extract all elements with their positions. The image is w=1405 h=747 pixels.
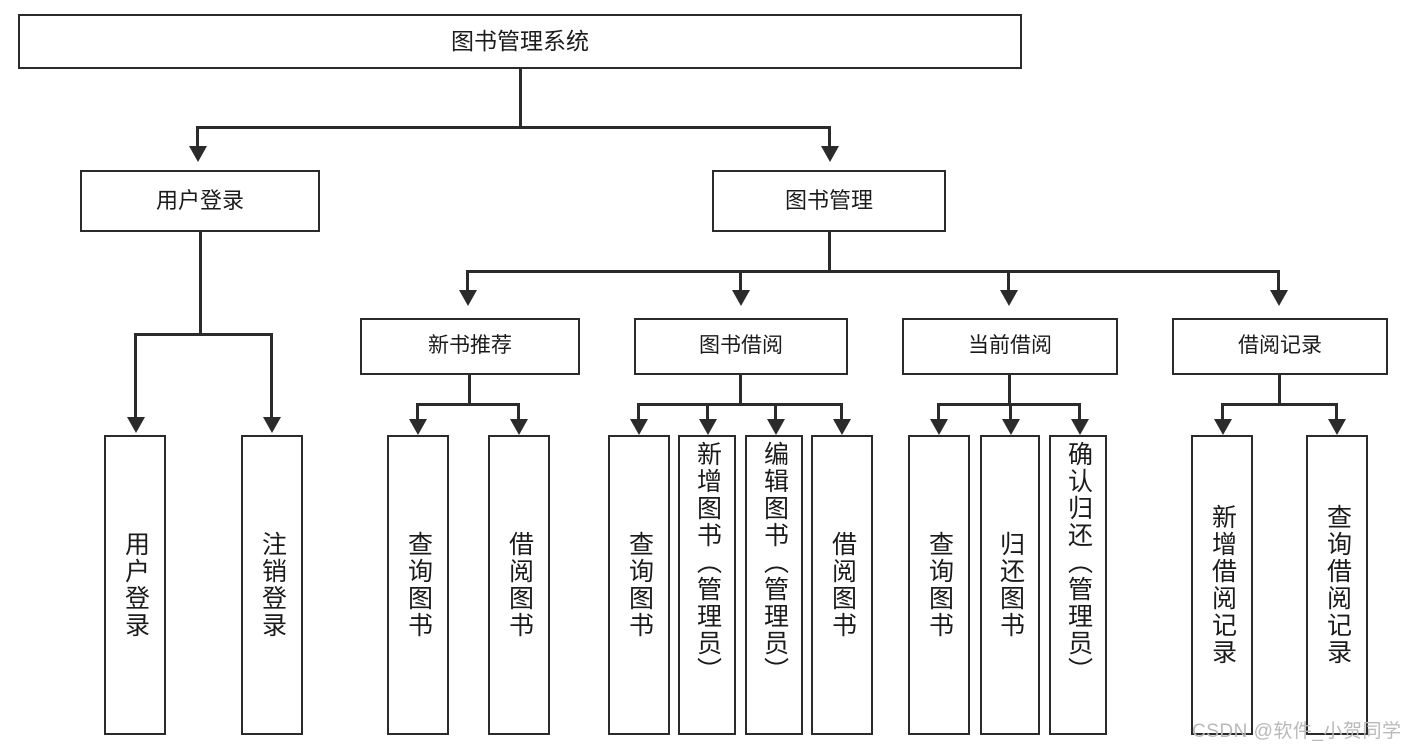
connector-to-book-borrow — [739, 270, 742, 290]
connector-to-new-book — [466, 270, 469, 290]
node-book-management[interactable]: 图书管理 — [712, 170, 946, 232]
node-label: 查询图书 — [404, 531, 433, 639]
connector-borrow-record-drop-2 — [1335, 403, 1338, 419]
connector-level3-bar — [466, 270, 1280, 273]
node-label: 借阅记录 — [1238, 334, 1322, 358]
arrow-current-borrow-leaf-1 — [930, 419, 948, 435]
connector-borrow-record-stem — [1278, 375, 1281, 405]
node-label: 图书管理 — [784, 188, 873, 214]
node-label: 新增图书（管理员） — [693, 441, 722, 684]
node-label: 新增借阅记录 — [1208, 504, 1237, 666]
node-label: 确认归还（管理员） — [1064, 441, 1093, 684]
connector-user-login-drop-2 — [270, 333, 273, 417]
arrow-new-book-leaf-2 — [510, 419, 528, 435]
node-label: 借阅图书 — [505, 531, 534, 639]
arrow-book-borrow-leaf-1 — [630, 419, 648, 435]
arrow-borrow-record-leaf-2 — [1328, 419, 1346, 435]
node-label: 新书推荐 — [428, 334, 512, 358]
connector-book-borrow-stem — [739, 375, 742, 405]
leaf-logout[interactable]: 注销登录 — [241, 435, 303, 735]
connector-new-book-bar — [416, 403, 520, 406]
node-book-borrow[interactable]: 图书借阅 — [634, 318, 848, 375]
connector-new-book-drop-2 — [517, 403, 520, 419]
connector-to-book-management — [828, 126, 831, 146]
node-label: 图书借阅 — [699, 334, 783, 358]
connector-user-login-drop-1 — [134, 333, 137, 417]
node-label: 查询图书 — [625, 531, 654, 639]
connector-book-borrow-bar — [637, 403, 843, 406]
arrow-to-user-login — [189, 146, 207, 162]
connector-current-borrow-drop-1 — [937, 403, 940, 419]
leaf-query-book-recommend[interactable]: 查询图书 — [387, 435, 449, 735]
connector-current-borrow-stem — [1008, 375, 1011, 405]
leaf-confirm-return-admin[interactable]: 确认归还（管理员） — [1049, 435, 1107, 735]
leaf-edit-book-admin[interactable]: 编辑图书（管理员） — [745, 435, 803, 735]
node-user-login[interactable]: 用户登录 — [80, 170, 320, 232]
connector-new-book-stem — [468, 375, 471, 405]
connector-borrow-record-drop-1 — [1221, 403, 1224, 419]
arrow-to-book-management — [821, 146, 839, 162]
connector-book-borrow-drop-3 — [774, 403, 777, 419]
connector-current-borrow-drop-2 — [1009, 403, 1012, 419]
arrow-book-borrow-leaf-3 — [767, 419, 785, 435]
node-label: 图书管理系统 — [451, 28, 589, 55]
connector-book-borrow-drop-4 — [840, 403, 843, 419]
arrow-to-book-borrow — [732, 290, 750, 306]
node-label: 查询借阅记录 — [1323, 504, 1352, 666]
connector-borrow-record-bar — [1221, 403, 1338, 406]
leaf-add-book-admin[interactable]: 新增图书（管理员） — [678, 435, 736, 735]
arrow-to-new-book — [459, 290, 477, 306]
connector-user-login-stem — [199, 232, 202, 335]
node-label: 查询图书 — [925, 531, 954, 639]
node-label: 用户登录 — [121, 531, 150, 639]
connector-to-borrow-record — [1277, 270, 1280, 290]
node-label: 借阅图书 — [828, 531, 857, 639]
node-label: 用户登录 — [155, 188, 244, 214]
connector-new-book-drop-1 — [416, 403, 419, 419]
leaf-user-login[interactable]: 用户登录 — [104, 435, 166, 735]
arrow-new-book-leaf-1 — [409, 419, 427, 435]
node-borrow-record[interactable]: 借阅记录 — [1172, 318, 1388, 375]
leaf-add-borrow-record[interactable]: 新增借阅记录 — [1191, 435, 1253, 735]
connector-book-management-stem — [828, 232, 831, 272]
connector-to-user-login — [196, 126, 199, 146]
leaf-query-borrow-record[interactable]: 查询借阅记录 — [1306, 435, 1368, 735]
arrow-borrow-record-leaf-1 — [1214, 419, 1232, 435]
connector-current-borrow-drop-3 — [1078, 403, 1081, 419]
node-root-book-management-system[interactable]: 图书管理系统 — [18, 14, 1022, 69]
connector-book-borrow-drop-1 — [637, 403, 640, 419]
arrow-user-login-leaf-2 — [263, 417, 281, 433]
node-label: 归还图书 — [996, 531, 1025, 639]
leaf-query-book-borrow[interactable]: 查询图书 — [608, 435, 670, 735]
leaf-borrow-book-recommend[interactable]: 借阅图书 — [488, 435, 550, 735]
arrow-book-borrow-leaf-2 — [699, 419, 717, 435]
arrow-user-login-leaf-1 — [127, 417, 145, 433]
node-label: 当前借阅 — [968, 334, 1052, 358]
leaf-query-book-current[interactable]: 查询图书 — [908, 435, 970, 735]
connector-root-stem — [519, 69, 522, 128]
connector-user-login-bar — [134, 333, 272, 336]
arrow-book-borrow-leaf-4 — [833, 419, 851, 435]
leaf-borrow-book[interactable]: 借阅图书 — [811, 435, 873, 735]
arrow-current-borrow-leaf-3 — [1071, 419, 1089, 435]
connector-to-current-borrow — [1007, 270, 1010, 290]
connector-book-borrow-drop-2 — [706, 403, 709, 419]
connector-level2-bar — [196, 126, 831, 129]
arrow-to-current-borrow — [1000, 290, 1018, 306]
node-label: 注销登录 — [258, 531, 287, 639]
leaf-return-book[interactable]: 归还图书 — [980, 435, 1040, 735]
node-new-book-recommend[interactable]: 新书推荐 — [360, 318, 580, 375]
node-current-borrow[interactable]: 当前借阅 — [902, 318, 1118, 375]
arrow-current-borrow-leaf-2 — [1002, 419, 1020, 435]
arrow-to-borrow-record — [1270, 290, 1288, 306]
node-label: 编辑图书（管理员） — [760, 441, 789, 684]
